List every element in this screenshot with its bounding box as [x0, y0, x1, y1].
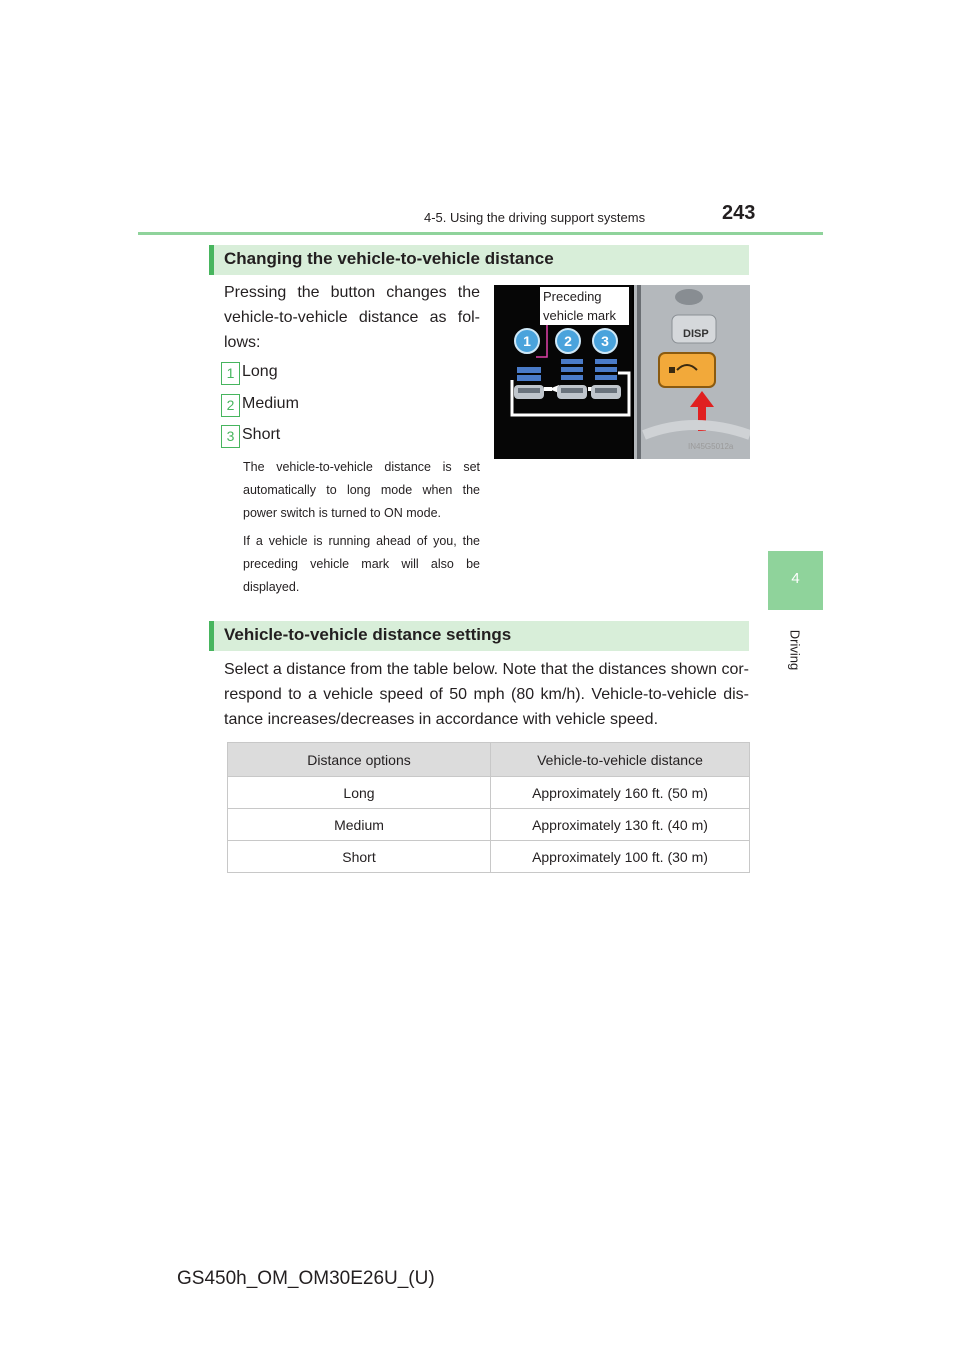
table-cell: Short — [227, 840, 491, 873]
table-cell: Medium — [227, 808, 491, 841]
note-preceding-vehicle: If a vehicle is running ahead of you, th… — [243, 534, 480, 594]
list-item-label: Short — [242, 426, 281, 443]
list-item-label: Medium — [242, 395, 299, 412]
table-row: Long Approximately 160 ft. (50 m) — [227, 776, 750, 809]
table-cell: Approximately 130 ft. (40 m) — [490, 808, 750, 841]
car-icon — [557, 359, 587, 399]
table-cell: Approximately 160 ft. (50 m) — [490, 776, 750, 809]
image-code: IN45G5012a — [688, 442, 734, 451]
table-cell: Long — [227, 776, 491, 809]
chapter-label-box: Driving — [772, 625, 818, 675]
list-item-label: Long — [242, 363, 278, 380]
chapter-number: 4 — [791, 570, 800, 587]
header-rule — [138, 232, 823, 235]
table-cell: Approximately 100 ft. (30 m) — [490, 840, 750, 873]
chapter-tab: 4 — [768, 551, 823, 610]
car-icon — [591, 359, 621, 399]
document-code-footer: GS450h_OM_OM30E26U_(U) — [177, 1268, 435, 1289]
list-number-badge: 1 — [221, 362, 240, 385]
heading-accent-bar — [209, 245, 214, 275]
preceding-vehicle-callout: Preceding vehicle mark — [540, 287, 629, 325]
callout-pointer-line — [536, 325, 548, 358]
illustration-number-badge: 3 — [592, 328, 618, 354]
list-number-badge: 3 — [221, 425, 240, 448]
column-header: Vehicle-to-vehicle distance — [490, 742, 750, 777]
column-header: Distance options — [227, 742, 491, 777]
section-heading-changing-distance: Changing the vehicle-to-vehicle distance — [209, 245, 749, 275]
page-number: 243 — [722, 202, 756, 224]
heading-accent-bar — [209, 621, 214, 651]
chapter-label: Driving — [787, 629, 803, 671]
list-number-badge: 2 — [221, 394, 240, 417]
settings-paragraph: Select a distance from the table below. … — [224, 661, 749, 728]
note-auto-long-mode: The vehicle-to-vehicle distance is set a… — [243, 460, 480, 520]
table-row: Short Approximately 100 ft. (30 m) — [227, 840, 750, 873]
intro-paragraph: Pressing the button changes the vehicle-… — [224, 284, 480, 351]
disp-button-label: DISP — [683, 328, 709, 340]
section-heading-text: Vehicle-to-vehicle distance settings — [224, 625, 512, 644]
illustration-number-badge: 1 — [514, 328, 540, 354]
table-row: Medium Approximately 130 ft. (40 m) — [227, 808, 750, 841]
table-header-row: Distance options Vehicle-to-vehicle dist… — [227, 742, 750, 777]
car-icon — [514, 367, 544, 399]
running-header-section: 4-5. Using the driving support systems — [424, 210, 646, 225]
section-heading-distance-settings: Vehicle-to-vehicle distance settings — [209, 621, 749, 651]
distance-table: Distance options Vehicle-to-vehicle dist… — [227, 742, 750, 873]
illustration-number-badge: 2 — [555, 328, 581, 354]
section-heading-text: Changing the vehicle-to-vehicle distance — [224, 249, 554, 268]
